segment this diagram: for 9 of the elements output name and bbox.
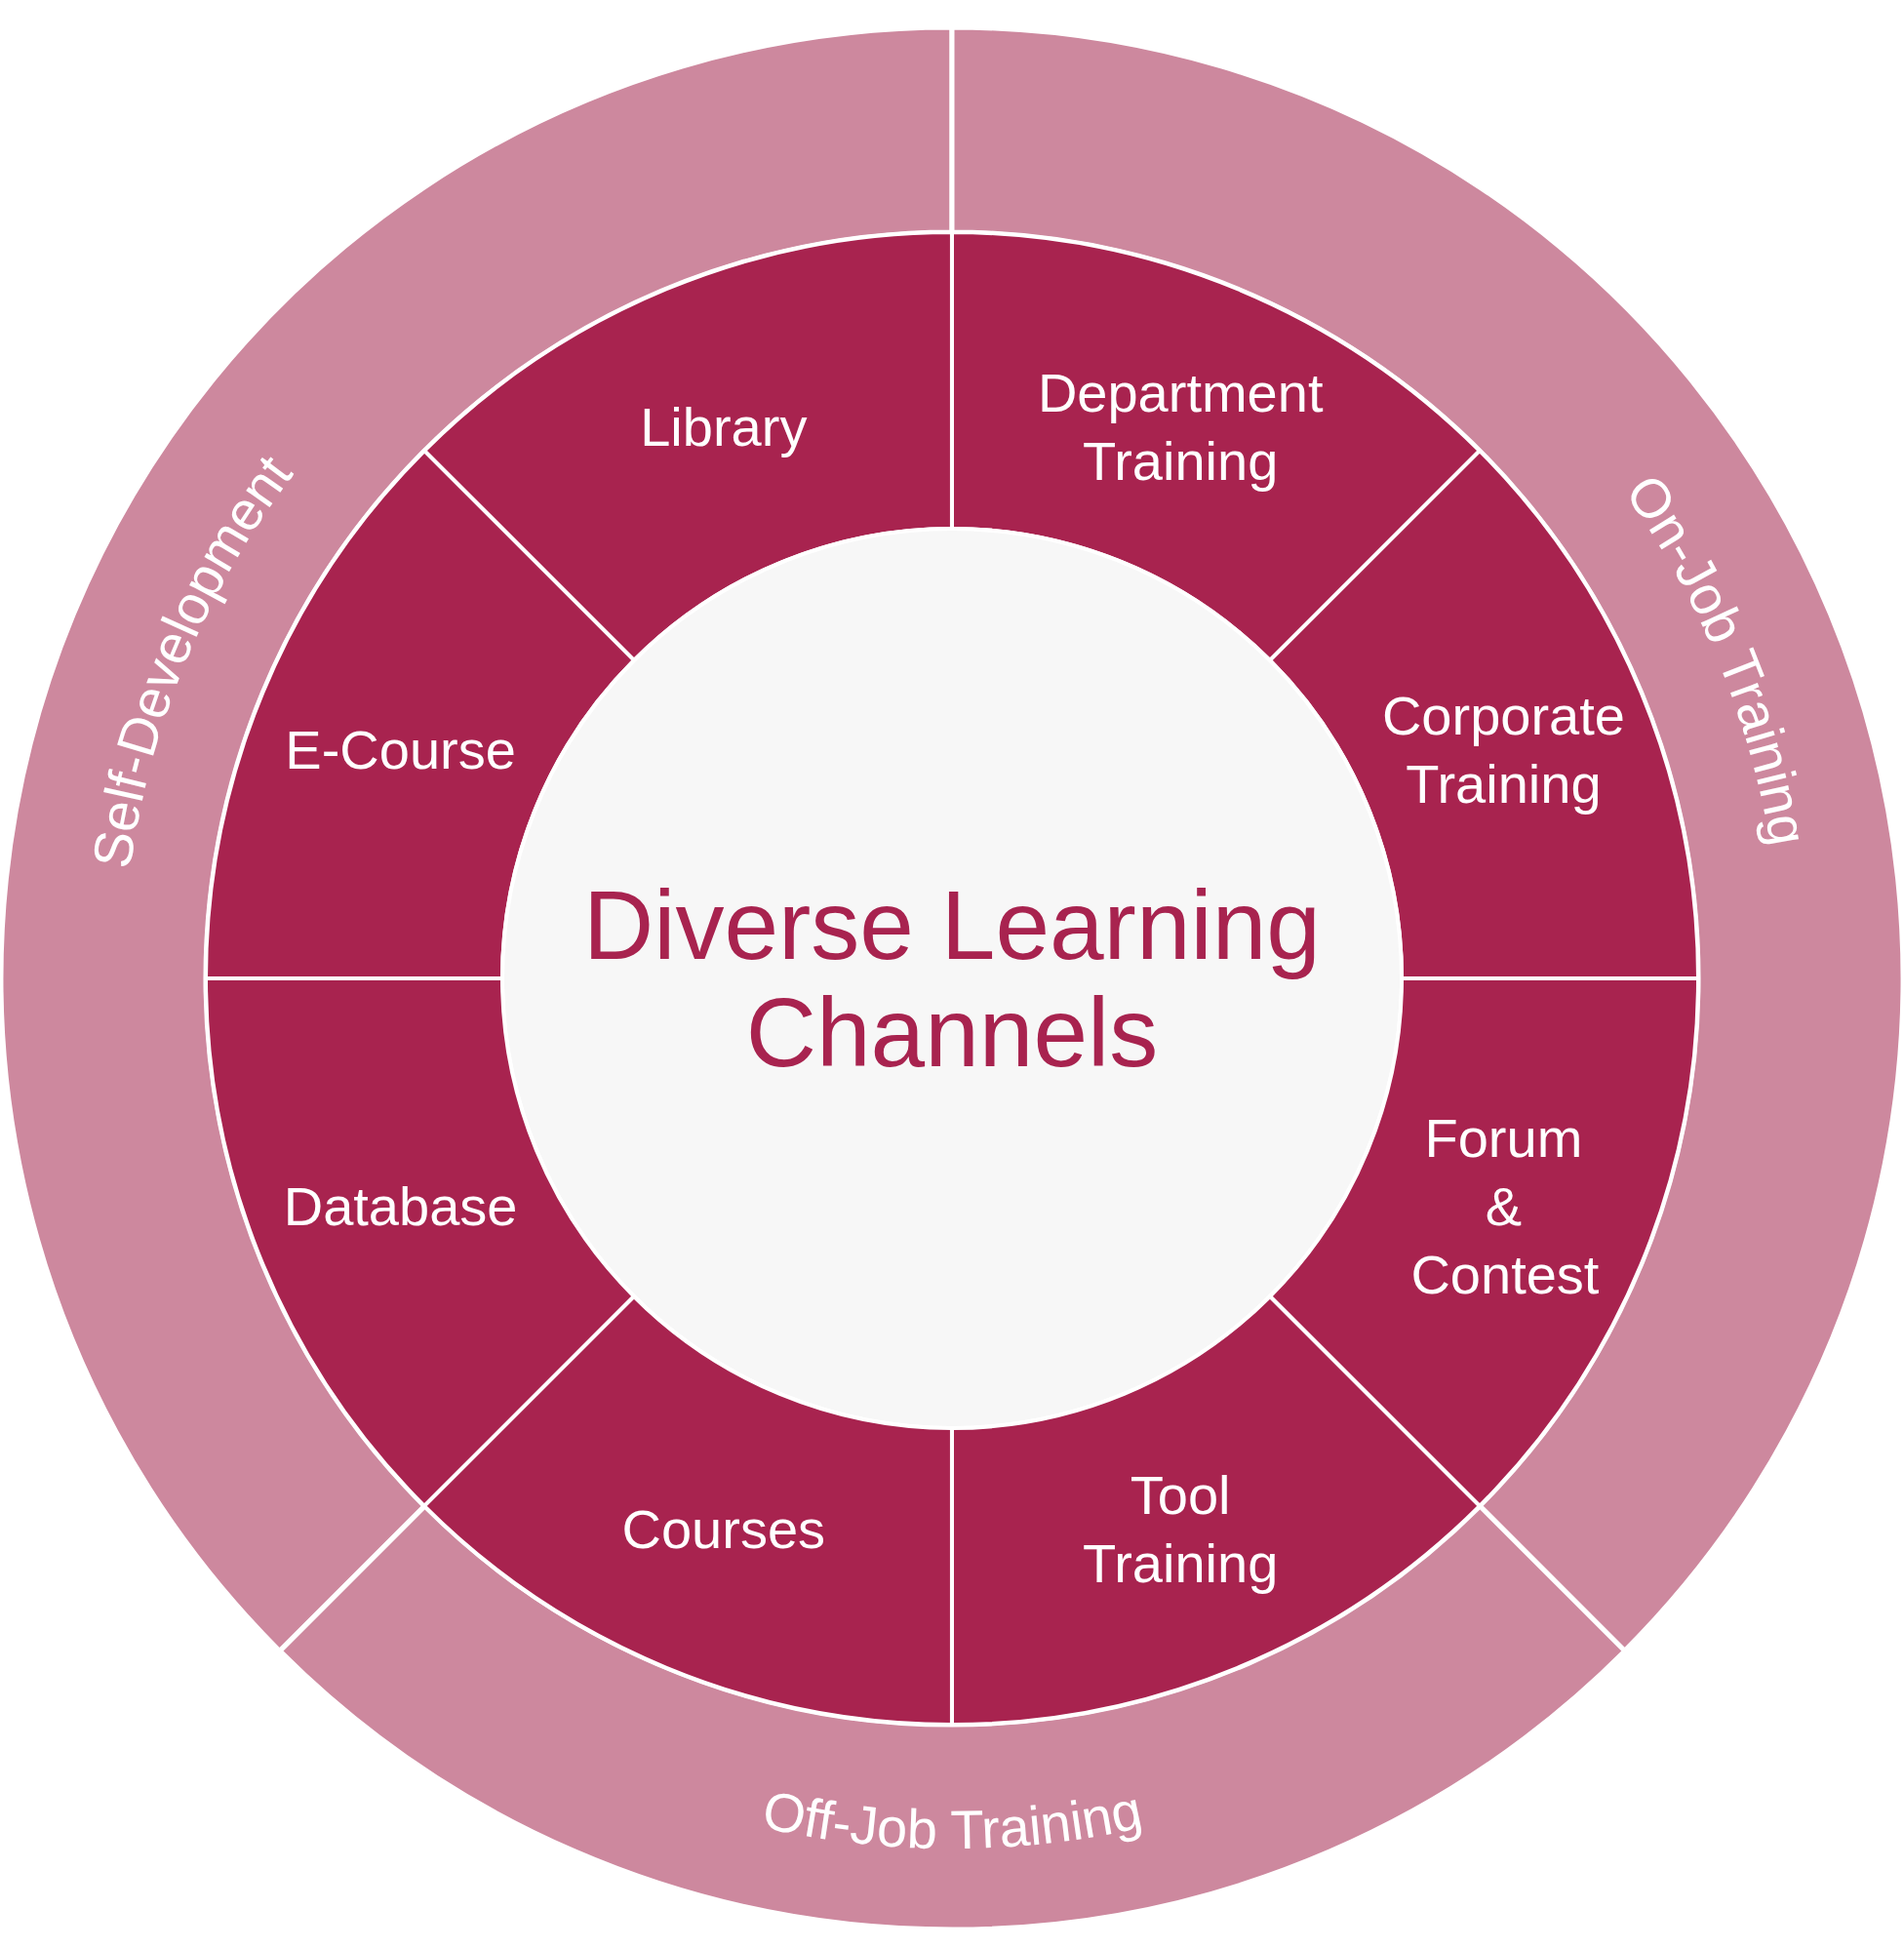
segment-label: Library	[639, 394, 809, 459]
segment-label: Corporate Training	[1380, 683, 1626, 816]
segment-label: Courses	[620, 1497, 827, 1563]
segment-label: Database	[282, 1174, 519, 1240]
band-label: Off-Job Training	[757, 1778, 1147, 1861]
segment-label: Forum & Contest	[1410, 1106, 1597, 1308]
center-title: Diverse Learning Channels	[582, 871, 1322, 1086]
segment-label: Department Training	[1036, 360, 1325, 494]
segment-label: Tool Training	[1082, 1463, 1280, 1597]
